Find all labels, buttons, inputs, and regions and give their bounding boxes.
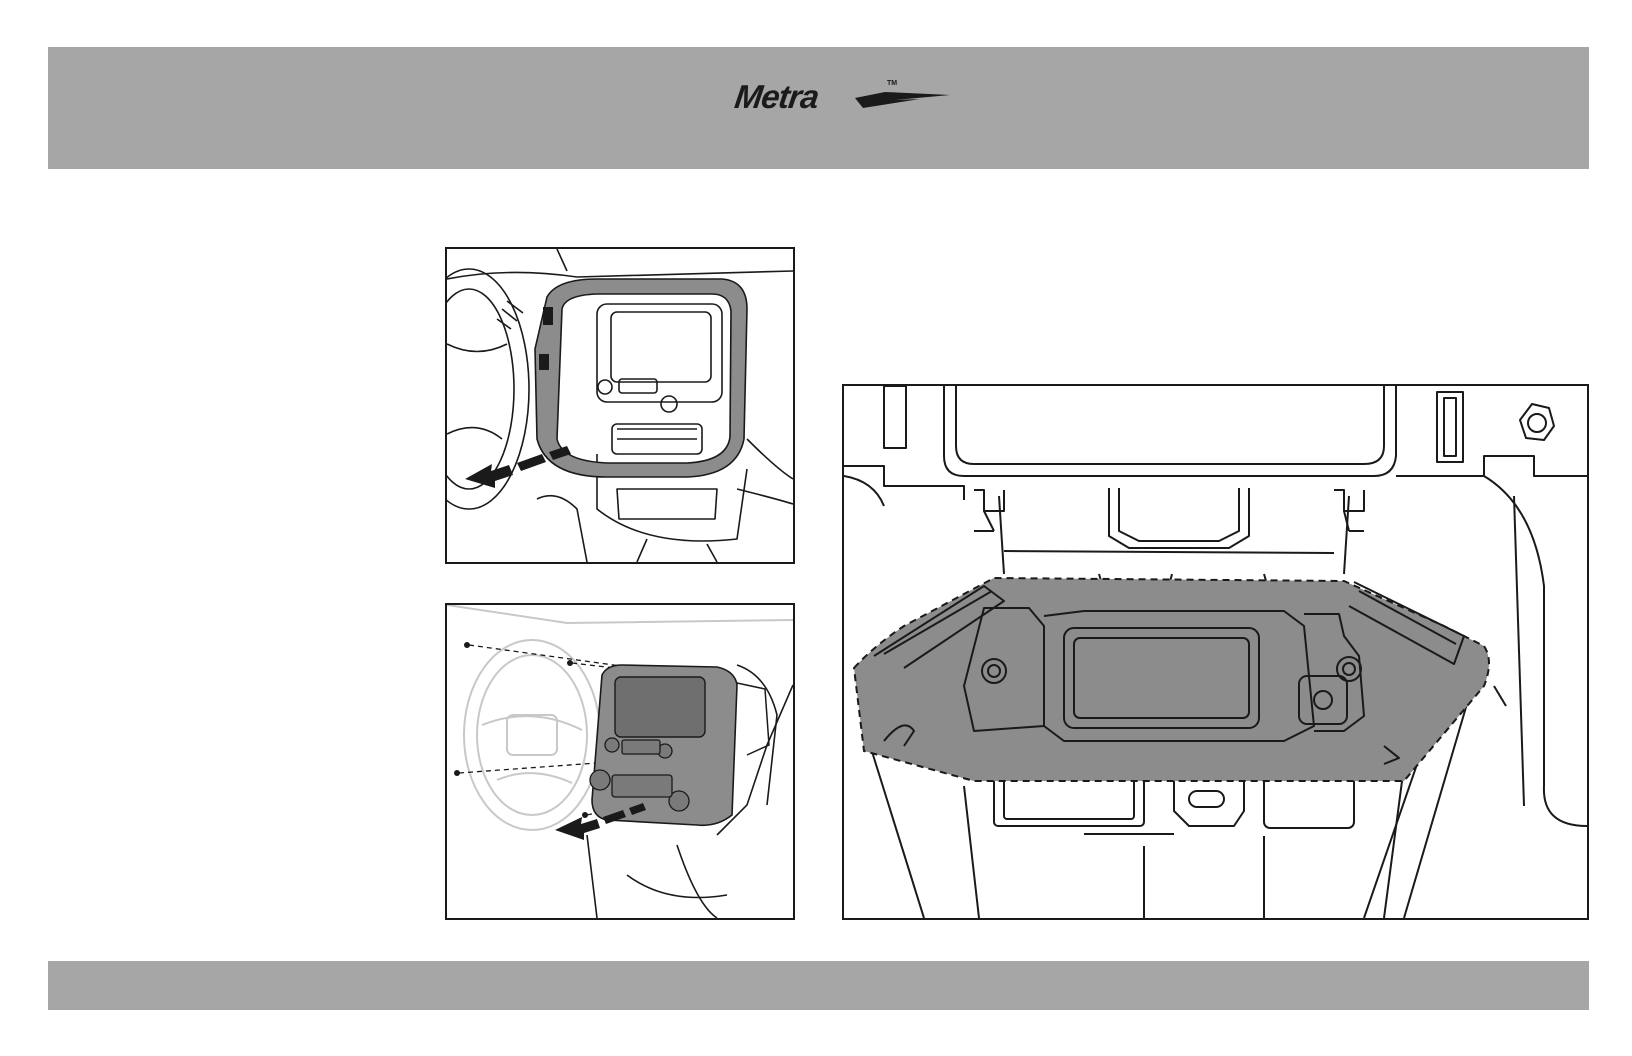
illustration-trim-panel	[447, 249, 793, 562]
logo-wordmark: Metra	[732, 78, 820, 116]
illustration-radio-removal	[447, 605, 793, 918]
footer-band	[48, 961, 1589, 1010]
figure-trim-panel-removal	[445, 247, 795, 564]
figure-bracket-detail	[842, 384, 1589, 920]
metra-logo: Metra TM	[735, 78, 950, 118]
figure-radio-removal	[445, 603, 795, 920]
illustration-bracket-detail	[844, 386, 1587, 918]
logo-trademark: TM	[887, 80, 897, 87]
